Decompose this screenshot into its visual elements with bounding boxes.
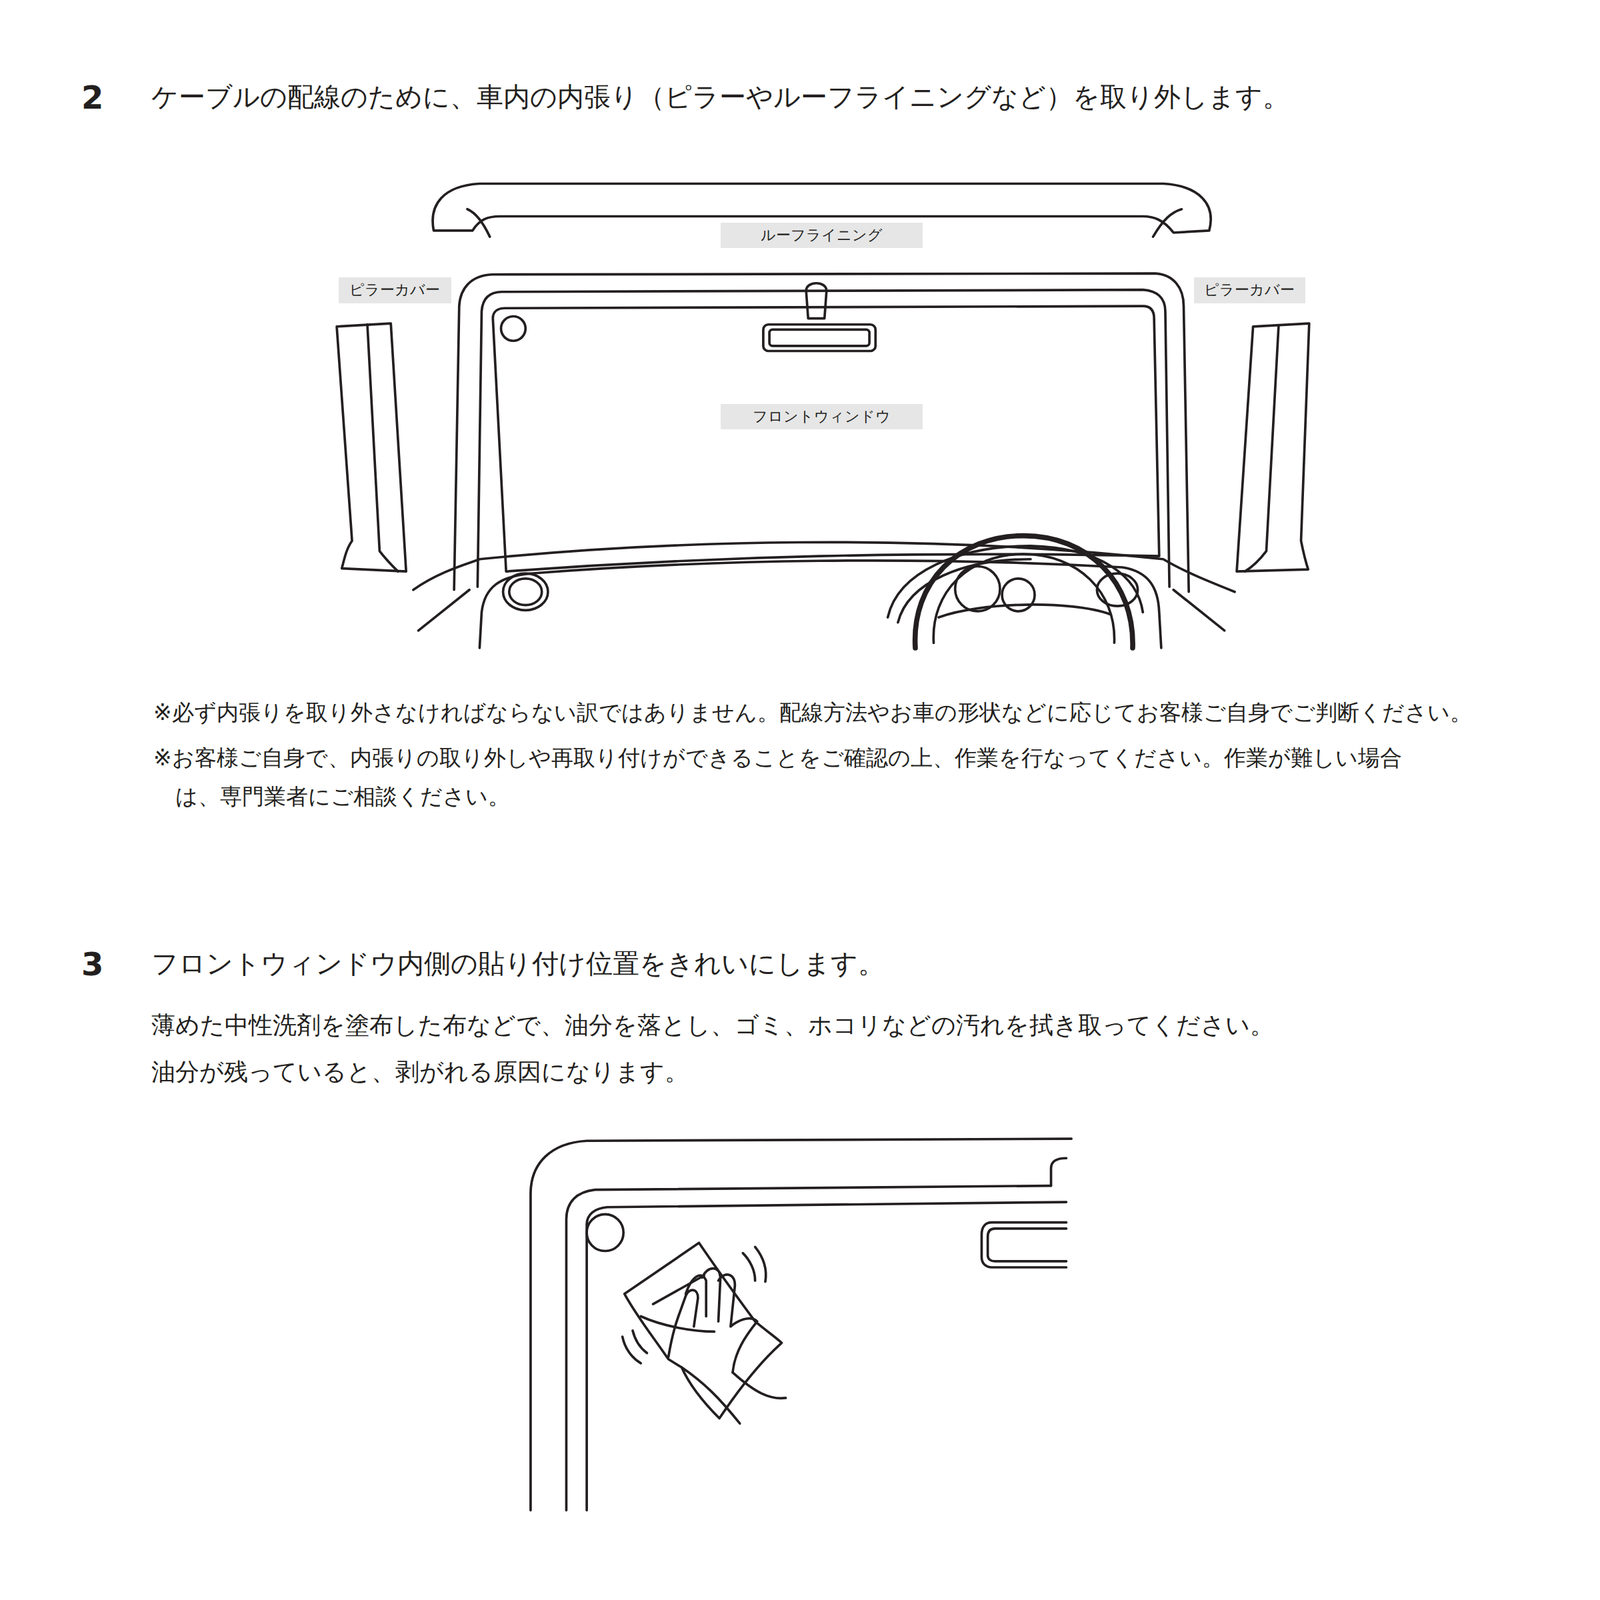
step-heading: フロントウィンドウ内側の貼り付け位置をきれいにします。 — [151, 940, 885, 987]
part-label: ピラーカバー — [338, 277, 451, 303]
note: ※必ず内張りを取り外さなければならない訳ではありません。配線方法やお車の形状など… — [153, 693, 1587, 732]
body-text: 薄めた中性洗剤を塗布した布などで、油分を落とし、ゴミ、ホコリなどの汚れを拭き取っ… — [151, 1004, 1274, 1046]
part-name: フロントウィンドウ — [752, 406, 891, 427]
step-number: 3 — [81, 936, 104, 992]
step-heading: ケーブルの配線のために、車内の内張り（ピラーやルーフライニングなど）を取り外しま… — [151, 73, 1290, 120]
note: ※お客様ご自身で、内張りの取り外しや再取り付けができることをご確認の上、作業を行… — [153, 738, 1427, 816]
part-label: ルーフライニング — [720, 222, 923, 248]
part-name: ピラーカバー — [349, 280, 440, 300]
part-name: ピラーカバー — [1204, 280, 1295, 300]
part-name: ルーフライニング — [760, 225, 883, 246]
step-number: 2 — [81, 69, 104, 126]
part-label: フロントウィンドウ — [720, 404, 923, 430]
body-text: 油分が残っていると、剥がれる原因になります。 — [151, 1050, 689, 1093]
part-label: ピラーカバー — [1194, 277, 1306, 303]
